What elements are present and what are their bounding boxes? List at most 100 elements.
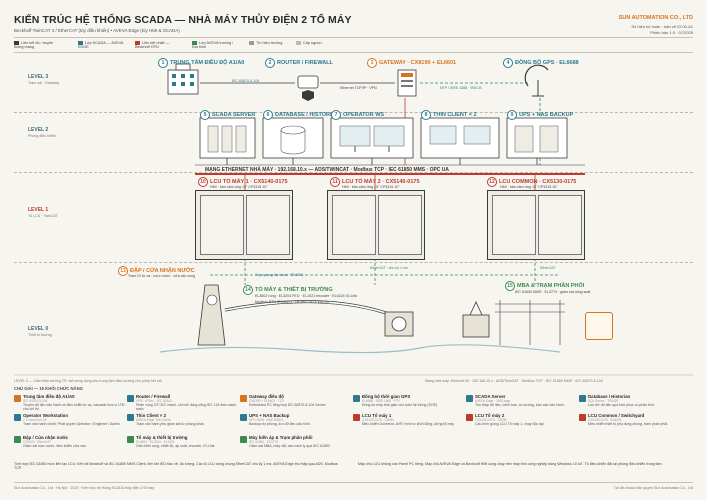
dam-icon xyxy=(14,436,21,443)
lcu-cabinet-2 xyxy=(327,190,425,260)
legend-item: Liên kết nhiệt — Beckhoff CPU xyxy=(135,41,170,50)
thin-client-box xyxy=(420,117,500,159)
revision-label: Phiên bản 1.0 · 07/2025 xyxy=(650,30,693,35)
level-divider xyxy=(14,112,693,113)
legend-item: Cấp nguồn xyxy=(296,41,336,45)
note-right: Máy chủ LƯU không cần Panel PC riêng. Má… xyxy=(358,462,663,466)
river-line xyxy=(159,344,561,354)
cabinet-icon xyxy=(466,414,473,421)
database-icon xyxy=(579,395,586,402)
gps-antenna-icon xyxy=(524,64,549,97)
bus-note: Mạng nhà máy: Ethernet lõi · 192.168.10.… xyxy=(425,379,603,383)
lcu-cabinet-common xyxy=(487,190,585,260)
tablet-icon xyxy=(127,414,134,421)
dispatch-center-icon xyxy=(167,63,199,95)
protocol-ethernet-vpn: Ethernet TCP/IP · VPN xyxy=(340,86,377,90)
footer-section-title: CHÚ GIẢI — 15 KHỐI CHỨC NĂNG xyxy=(14,386,83,391)
cabinet-icon xyxy=(579,414,586,421)
protocol-iec104: IEC 60870-5-104 xyxy=(232,79,260,83)
substation-description: IEC 61850 MMS · EL3773 · giám sát công s… xyxy=(515,290,591,294)
gateway-icon xyxy=(240,395,247,402)
legend-divider xyxy=(14,52,693,53)
legend-item: Tín hiệu trường xyxy=(249,41,289,45)
clock-icon xyxy=(353,395,360,402)
hmi-label-2: HMI · bản cảm ứng 15" CP3315 10" xyxy=(342,185,400,189)
document-number: Số hiệu bộ hoàn · bản vẽ ID:00-A1 xyxy=(631,24,693,29)
turbine-generator-icon xyxy=(384,311,414,337)
ups-nas-box xyxy=(506,117,568,159)
fiber-label: Cáp quang đa mode · EK1501 xyxy=(255,273,304,277)
battery-icon xyxy=(240,414,247,421)
dam-intake-icon xyxy=(197,284,226,346)
transformer-icon xyxy=(240,436,247,443)
dam-description: Trạm IO từ xa · mực nước · cửa van cung xyxy=(128,274,196,278)
operator-ws-box xyxy=(330,117,414,159)
level-divider xyxy=(14,262,693,263)
page-subtitle: Beckhoff TwinCAT 3 / EtherCAT (tủy điều … xyxy=(14,28,180,33)
router-firewall-icon xyxy=(297,75,319,101)
building-icon xyxy=(14,395,21,402)
gateway-icon xyxy=(397,69,417,97)
protocol-ntp: NTP / IEEE 1588 · IRIG-B xyxy=(440,86,482,90)
legend-item: Lớp AVEVA trường / Địa hình xyxy=(192,41,234,50)
monitor-icon xyxy=(14,414,21,421)
database-box xyxy=(262,117,324,159)
legend-item: Liên kết đồ / truyền thông mạng xyxy=(14,41,54,50)
shield-icon xyxy=(127,395,134,402)
field-description-1: EL3602 rung · EL3204 RTD · EL1021 encode… xyxy=(255,294,358,298)
footer-right: Tài liệu thuộc bản quyền Sun Automation … xyxy=(613,486,693,490)
company-brand: SUN AUTOMATION CO., LTD xyxy=(618,15,693,21)
server-icon xyxy=(466,395,473,402)
footer-left: Sun Automation Co., Ltd · Hà Nội · 2025 … xyxy=(14,486,155,490)
turbine-icon xyxy=(127,436,134,443)
hmi-label-1: HMI · bản cảm ứng 15" CP3315 10" xyxy=(210,185,268,189)
footer-divider xyxy=(14,482,693,483)
cabinet-icon xyxy=(353,414,360,421)
legend-item: Lớp SCADA — AVEVA EDGE xyxy=(78,41,124,50)
level-divider xyxy=(14,172,693,173)
lcu-cabinet-1 xyxy=(195,190,293,260)
hmi-label-3: HMI · bản cảm ứng 15" CP3315 10" xyxy=(500,185,558,189)
substation-icon xyxy=(462,300,565,345)
sun-logo-icon xyxy=(585,312,613,340)
ethercat-label-2: EtherCAT xyxy=(540,266,556,270)
plant-bus-label: MẠNG ETHERNET NHÀ MÁY · 192.168.10.x — A… xyxy=(205,167,450,173)
note-left: Tính hợp IEC 61850 mức liên lạc LCU: Kết… xyxy=(14,462,338,471)
scada-server-box xyxy=(199,117,256,159)
page-title: KIẾN TRÚC HỆ THỐNG SCADA — NHÀ MÁY THỦY … xyxy=(14,14,352,26)
